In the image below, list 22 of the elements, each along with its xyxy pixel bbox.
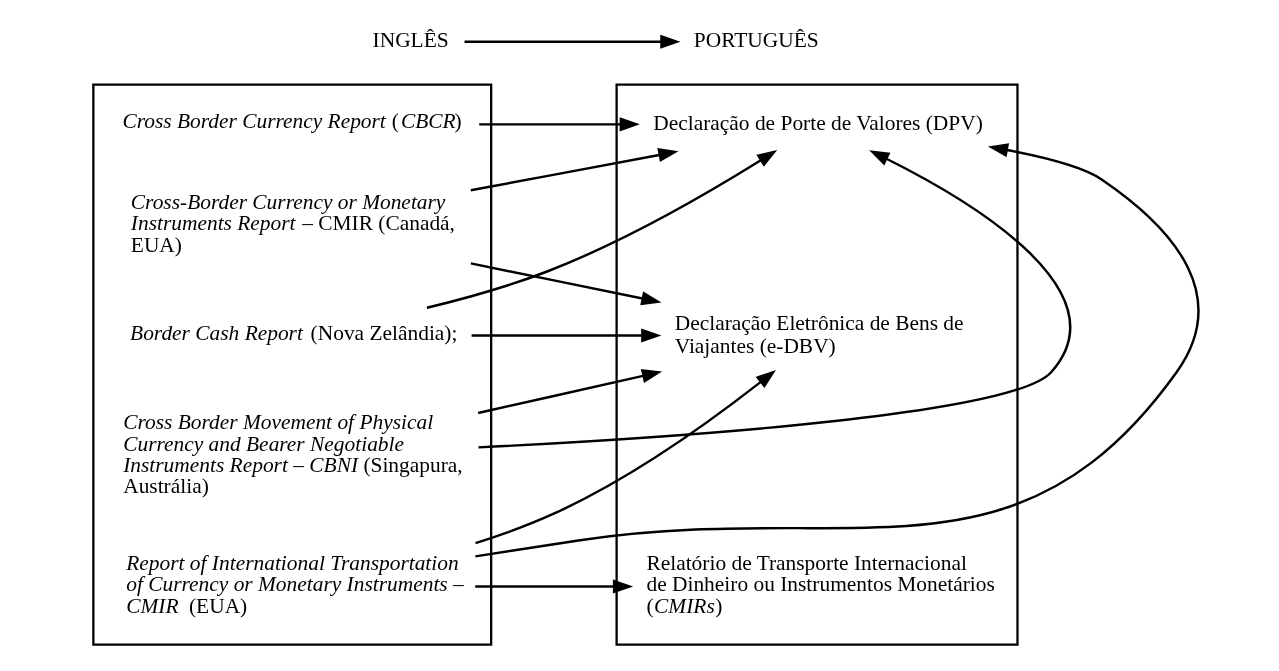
node-text: Declaração Eletrônica de Bens de Viajantes (e-DBV) [674, 310, 964, 358]
node-text: Border Cash Report (Nova Zelândia); [129, 320, 457, 345]
node-text: Cross-Border Currency or Monetary Instruments Report – CMIR (Canadá, EUA) [130, 189, 455, 257]
node-text: Cross Border Currency Report (CBCR) [121, 109, 462, 134]
arrow [474, 143, 1199, 558]
node-text: INGLÊS [372, 28, 449, 53]
arrow [470, 148, 678, 192]
arrow [478, 117, 640, 132]
arrow [471, 328, 661, 343]
arrow [474, 369, 776, 545]
arrow [464, 34, 680, 49]
node-text: Declaração de Porte de Valores (DPV) [652, 111, 983, 136]
arrow [470, 262, 661, 306]
node-text: Relatório de Transporte Internacional de Dinheiro ou Instrumentos Monetários (CMIRs) [645, 550, 995, 618]
arrow [477, 150, 1071, 449]
arrow [477, 369, 662, 415]
cluster [91, 83, 492, 646]
node-text: Report of International Transportation of Currency or Monetary Instruments – CMIR (EUA) [125, 550, 464, 618]
arrow [426, 150, 777, 309]
arrow [474, 579, 633, 594]
node-text: Cross Border Movement of Physical Currency and Bearer Negotiable Instruments Report – CBNI (Singapura, Austrália) [122, 410, 463, 499]
node-text: PORTUGUÊS [693, 28, 819, 53]
